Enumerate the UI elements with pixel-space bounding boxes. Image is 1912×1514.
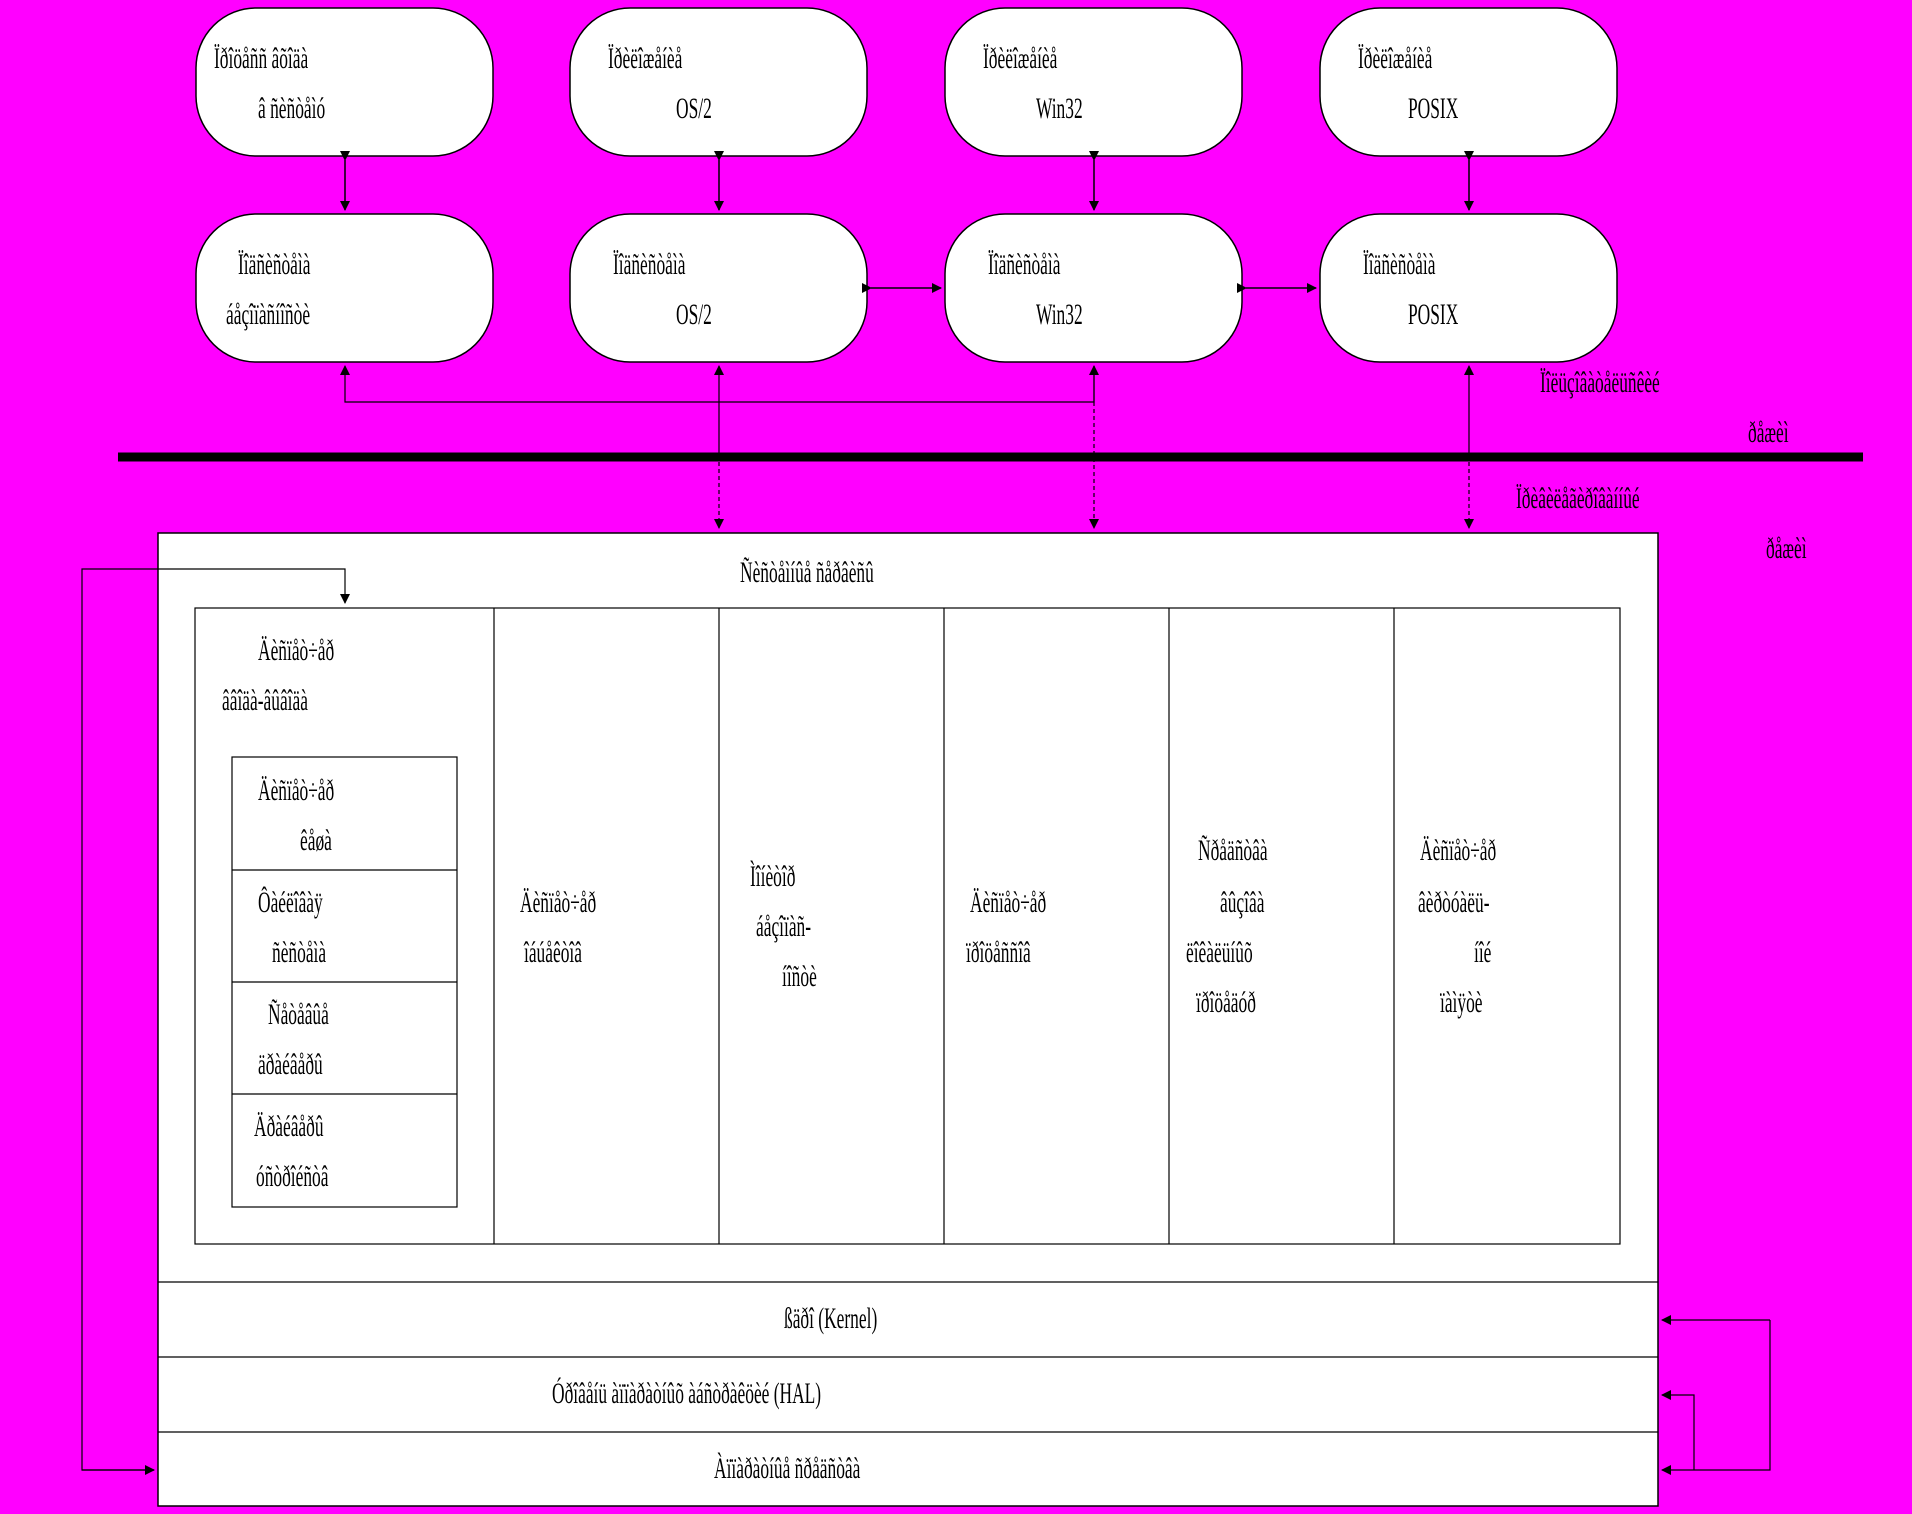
app-os2-label-1: Ïðèëîæåíèå xyxy=(608,42,683,75)
sub-os2-label-1: Ïîäñèñòåìà xyxy=(613,248,686,281)
logon-label-2: â ñèñòåìó xyxy=(258,92,326,125)
app-win32-label-2: Win32 xyxy=(1036,92,1083,125)
vm-manager-label-1: Äèñïåò÷åð xyxy=(1420,834,1497,867)
feedback-right-outer xyxy=(1661,1320,1771,1475)
lpc-label-2: âûçîâà xyxy=(1220,886,1265,919)
vm-manager-label-2: âèðòóàëü- xyxy=(1418,886,1490,919)
sub-os2-label-2: OS/2 xyxy=(676,298,712,331)
app-win32-label-1: Ïðèëîæåíèå xyxy=(983,42,1058,75)
vm-manager-label-4: ïàìÿòè xyxy=(1440,986,1483,1019)
user-mode-word: ðåæèì xyxy=(1748,416,1789,449)
kernel-label: ßäðî (Kernel) xyxy=(784,1302,878,1335)
sub-posix-label-2: POSIX xyxy=(1408,298,1459,331)
sub-win32-label-1: Ïîäñèñòåìà xyxy=(988,248,1061,281)
privileged-mode-word: ðåæèì xyxy=(1766,532,1807,565)
device-drivers-label-1: Äðàéâåðû xyxy=(254,1110,324,1143)
app-os2-label-2: OS/2 xyxy=(676,92,712,125)
system-services-title: Ñèñòåìíûå ñåðâèñû xyxy=(740,556,874,589)
io-manager-label-1: Äèñïåò÷åð xyxy=(258,634,335,667)
lpc-label-1: Ñðåäñòâà xyxy=(1198,834,1268,867)
security-label-2: áåçîïàñíîñòè xyxy=(226,298,311,331)
object-manager-label-1: Äèñïåò÷åð xyxy=(520,886,597,919)
lpc-label-3: ëîêàëüíûõ xyxy=(1186,936,1253,969)
logon-label-1: Ïðîöåññ âõîäà xyxy=(214,42,309,75)
sub-win32-label-2: Win32 xyxy=(1036,298,1083,331)
security-monitor-label-3: íîñòè xyxy=(782,960,817,993)
box-sub-security xyxy=(195,213,494,363)
user-mode-label: Ïîëüçîâàòåëüñêèé xyxy=(1540,366,1660,399)
network-drivers-label-2: äðàéâåðû xyxy=(258,1048,323,1081)
feedback-right-inner xyxy=(1661,1390,1695,1470)
process-manager-label-2: ïðîöåññîâ xyxy=(966,936,1031,969)
io-manager-label-2: ââîäà-âûâîäà xyxy=(222,684,308,717)
security-monitor-label-1: Ìîíèòîð xyxy=(750,860,796,893)
cache-manager-label-1: Äèñïåò÷åð xyxy=(258,774,335,807)
process-manager-label-1: Äèñïåò÷åð xyxy=(970,886,1047,919)
cache-manager-label-2: êåøà xyxy=(300,824,332,857)
file-system-label-1: Ôàéëîâàÿ xyxy=(258,886,323,919)
network-drivers-label-1: Ñåòåâûå xyxy=(268,998,329,1031)
box-sub-posix xyxy=(1319,213,1618,363)
lpc-label-4: ïðîöåäóð xyxy=(1196,986,1256,1019)
security-monitor-label-2: áåçîïàñ- xyxy=(756,910,812,943)
app-posix-label-1: Ïðèëîæåíèå xyxy=(1358,42,1433,75)
box-sub-win32 xyxy=(944,213,1243,363)
privileged-mode-label: Ïðèâèëåãèðîâàííûé xyxy=(1516,482,1640,515)
box-app-win32 xyxy=(944,7,1243,157)
sub-posix-label-1: Ïîäñèñòåìà xyxy=(1363,248,1436,281)
object-manager-label-2: îáúåêòîâ xyxy=(524,936,582,969)
device-drivers-label-2: óñòðîéñòâ xyxy=(256,1160,329,1193)
box-sub-os2 xyxy=(569,213,868,363)
security-label-1: Ïîäñèñòåìà xyxy=(238,248,311,281)
app-posix-label-2: POSIX xyxy=(1408,92,1459,125)
hal-label: Óðîâåíü àïïàðàòíûõ àáñòðàêöèé (HAL) xyxy=(552,1377,822,1410)
file-system-label-2: ñèñòåìà xyxy=(272,936,327,969)
hardware-label: Àïïàðàòíûå ñðåäñòâà xyxy=(714,1452,861,1485)
box-app-posix xyxy=(1319,7,1618,157)
box-app-os2 xyxy=(569,7,868,157)
box-proc-logon xyxy=(195,7,494,157)
vm-manager-label-3: íîé xyxy=(1474,936,1492,969)
